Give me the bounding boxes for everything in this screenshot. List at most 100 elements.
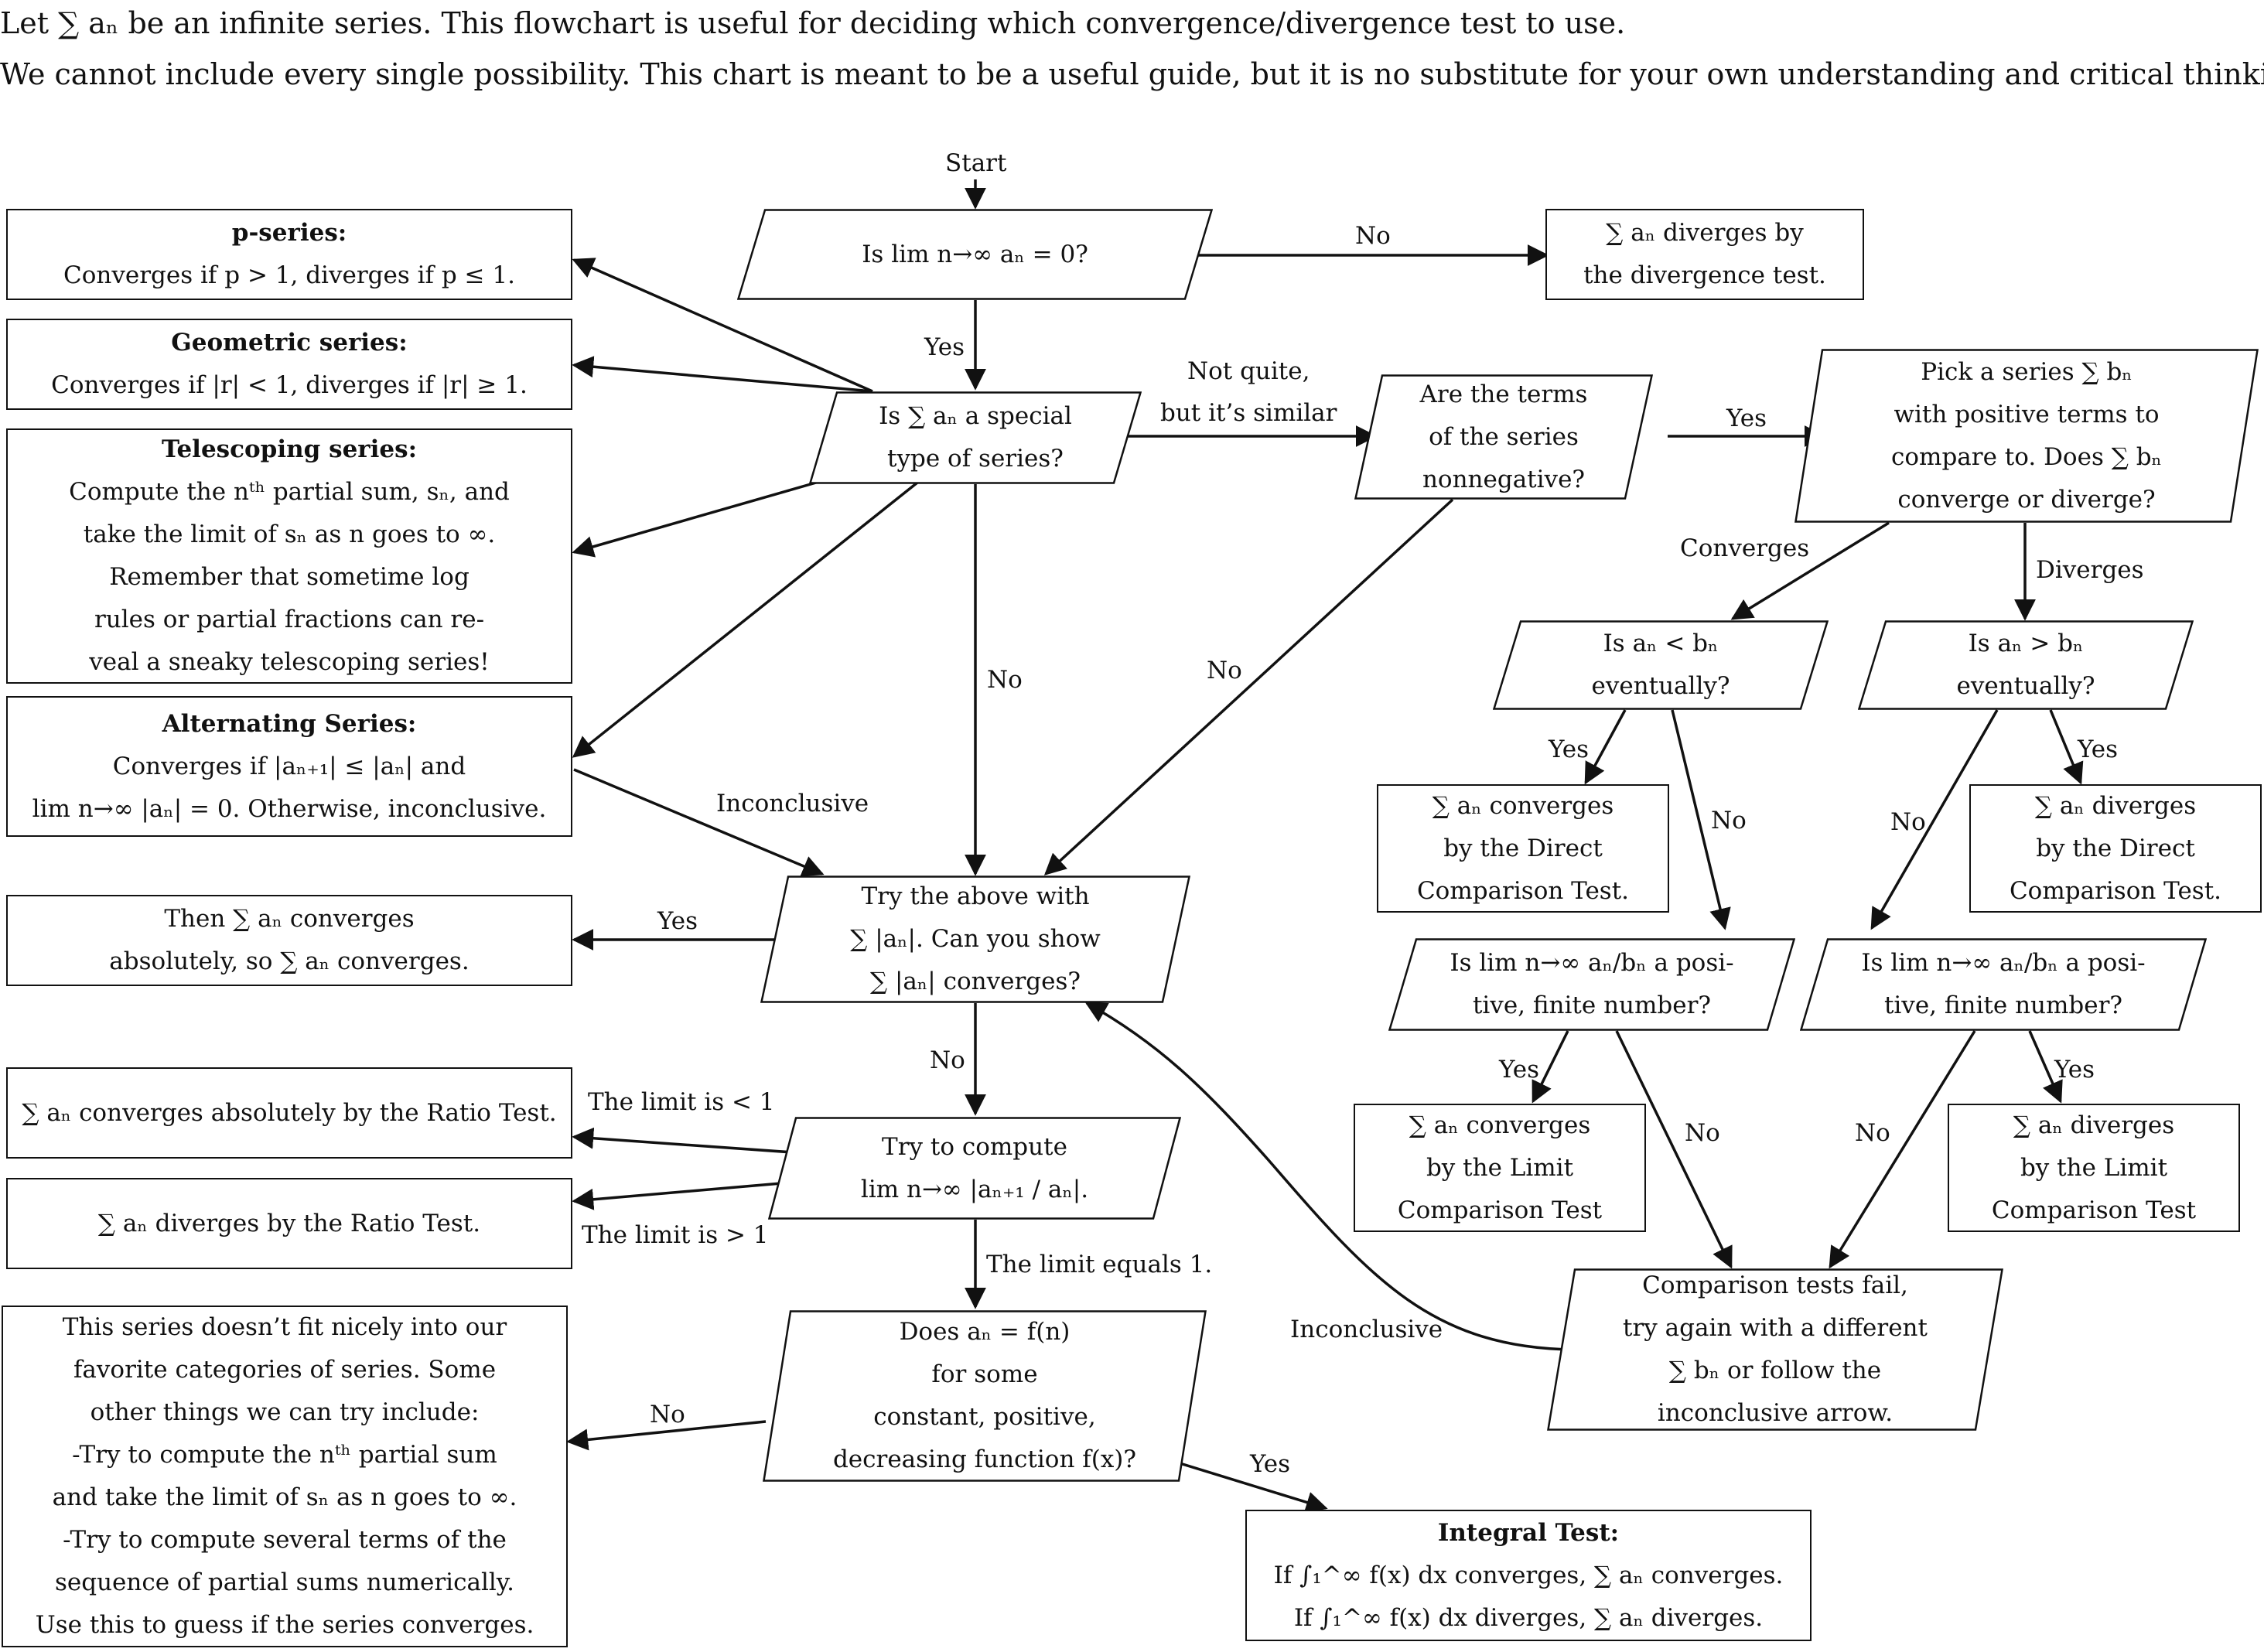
label-inconclusive-alt: Inconclusive	[716, 790, 869, 817]
parallelogram-shape	[1493, 620, 1829, 710]
edge-alt-inconclusive	[573, 768, 825, 877]
label-no-special: No	[987, 666, 1023, 694]
comparison-fail: Comparison tests fail,try again with a d…	[1547, 1268, 2003, 1431]
node-line: Pick a series ∑ bₙ	[1921, 357, 2133, 386]
node-line: Comparison Test	[1397, 1196, 1603, 1224]
node-line: take the limit of sₙ as n goes to ∞.	[83, 521, 496, 548]
label-yes-nonneg: Yes	[1726, 404, 1767, 432]
node-line: ∑ |aₙ| converges?	[869, 968, 1081, 995]
node-line: rules or partial fractions can re-	[94, 606, 485, 633]
node-line: Integral Test:	[1437, 1518, 1620, 1547]
node-text: p-series: Converges if p > 1, diverges if…	[63, 212, 515, 297]
node-line: lim n→∞ |aₙ| = 0. Otherwise, inconclusiv…	[32, 794, 547, 823]
node-line: by the Direct	[2036, 834, 2195, 862]
node-line: -Try to compute several terms of the	[63, 1526, 507, 1554]
parallelogram-shape	[763, 1310, 1207, 1482]
node-line: Converges if |aₙ₊₁| ≤ |aₙ| and	[112, 752, 466, 780]
parallelogram-shape	[1794, 349, 2259, 523]
node-line: Comparison Test	[1991, 1196, 2197, 1224]
alternating-series-box: Alternating Series: Converges if |aₙ₊₁| ≤…	[6, 696, 572, 837]
label-no-greater: No	[1890, 808, 1926, 836]
node-line: Alternating Series:	[162, 709, 417, 738]
node-text: Try the above with∑ |aₙ|. Can you show∑ …	[850, 875, 1101, 1003]
edge-no-greater	[1870, 709, 1999, 930]
node-line: ∑ aₙ diverges	[2034, 791, 2197, 820]
node-line: p-series:	[231, 219, 347, 247]
label-yes-lct-left: Yes	[1499, 1056, 1540, 1084]
edge-limit-lt1	[572, 1127, 794, 1154]
node-line: Try the above with	[861, 882, 1090, 910]
node-line: tive, finite number?	[1472, 992, 1712, 1019]
edge-no-less	[1671, 709, 1731, 930]
parallelogram-shape	[768, 1117, 1181, 1220]
node-line: of the series	[1429, 422, 1579, 451]
label-limit-eq1: The limit equals 1.	[986, 1251, 1213, 1278]
node-line: the divergence test.	[1583, 261, 1826, 289]
node-line: converge or diverge?	[1897, 485, 2156, 514]
label-yes-greater: Yes	[2078, 736, 2119, 763]
node-text: Integral Test:If ∫₁^∞ f(x) dx converges,…	[1274, 1512, 1784, 1640]
node-line: by the Limit	[2020, 1153, 2168, 1182]
q-lct-left: Is lim n→∞ aₙ/bₙ a posi-tive, finite num…	[1388, 938, 1795, 1031]
node-line: nonnegative?	[1422, 465, 1586, 493]
node-line: Are the terms	[1419, 380, 1588, 408]
parallelogram-shape	[1547, 1268, 2003, 1431]
label-limit-lt1: The limit is < 1	[588, 1088, 775, 1116]
parallelogram-shape	[737, 209, 1213, 300]
divergence-test-box: ∑ aₙ diverges by the divergence test.	[1545, 209, 1864, 300]
edge-yes-lct-right	[2028, 1030, 2063, 1104]
node-line: If ∫₁^∞ f(x) dx diverges, ∑ aₙ diverges.	[1293, 1603, 1764, 1632]
edge-yes-less	[1584, 709, 1627, 785]
node-line: other things we can try include:	[90, 1398, 480, 1426]
integral-test-box: Integral Test:If ∫₁^∞ f(x) dx converges,…	[1245, 1510, 1812, 1641]
node-line: ∑ aₙ diverges by the Ratio Test.	[97, 1209, 481, 1237]
telescoping-series-box: Telescoping series:Compute the nᵗʰ parti…	[6, 428, 572, 684]
node-line: Then ∑ aₙ converges	[164, 905, 415, 933]
label-yes-abs: Yes	[657, 907, 698, 935]
edge-special-alt	[572, 481, 919, 758]
intro-line-2: We cannot include every single possibili…	[0, 57, 2264, 91]
node-line: ∑ aₙ diverges	[2013, 1111, 2175, 1139]
node-text: ∑ aₙ diverges by the Ratio Test.	[98, 1203, 480, 1245]
edge-yes-integral	[1154, 1454, 1328, 1513]
node-line: ∑ aₙ diverges by	[1606, 219, 1804, 247]
label-no-integral: No	[650, 1401, 685, 1428]
node-line: Use this to guess if the series converge…	[35, 1611, 534, 1639]
node-text: ∑ aₙ converges absolutely by the Ratio T…	[22, 1092, 556, 1135]
node-line: eventually?	[1956, 672, 2095, 700]
node-line: Compute the nᵗʰ partial sum, sₙ, and	[69, 478, 510, 506]
edge-yes-greater	[2049, 709, 2084, 785]
edge-no-nonneg	[1043, 498, 1454, 875]
edge-no-lct-left	[1615, 1030, 1733, 1269]
node-line: Converges if p > 1, diverges if p ≤ 1.	[63, 261, 515, 289]
node-line: veal a sneaky telescoping series!	[89, 648, 490, 676]
q-lct-right: Is lim n→∞ aₙ/bₙ a posi-tive, finite num…	[1800, 938, 2207, 1031]
node-line: Comparison tests fail,	[1642, 1271, 1908, 1299]
parallelogram-shape	[1354, 374, 1653, 500]
node-text: ∑ aₙ diverges by the divergence test.	[1583, 212, 1826, 297]
q-absolute: Try the above with∑ |aₙ|. Can you show∑ …	[760, 875, 1190, 1003]
node-text: Is lim n→∞ aₙ/bₙ a posi-tive, finite num…	[1450, 942, 1733, 1027]
node-line: Is lim n→∞ aₙ/bₙ a posi-	[1450, 949, 1734, 977]
node-line: Is lim n→∞ aₙ = 0?	[862, 240, 1088, 268]
node-line: with positive terms to	[1893, 400, 2160, 428]
label-yes-special: Yes	[924, 333, 965, 361]
node-text: Is lim n→∞ aₙ/bₙ a posi-tive, finite num…	[1861, 942, 2145, 1027]
label-no-lct-right: No	[1855, 1119, 1890, 1147]
node-line: This series doesn’t fit nicely into our	[62, 1313, 507, 1341]
